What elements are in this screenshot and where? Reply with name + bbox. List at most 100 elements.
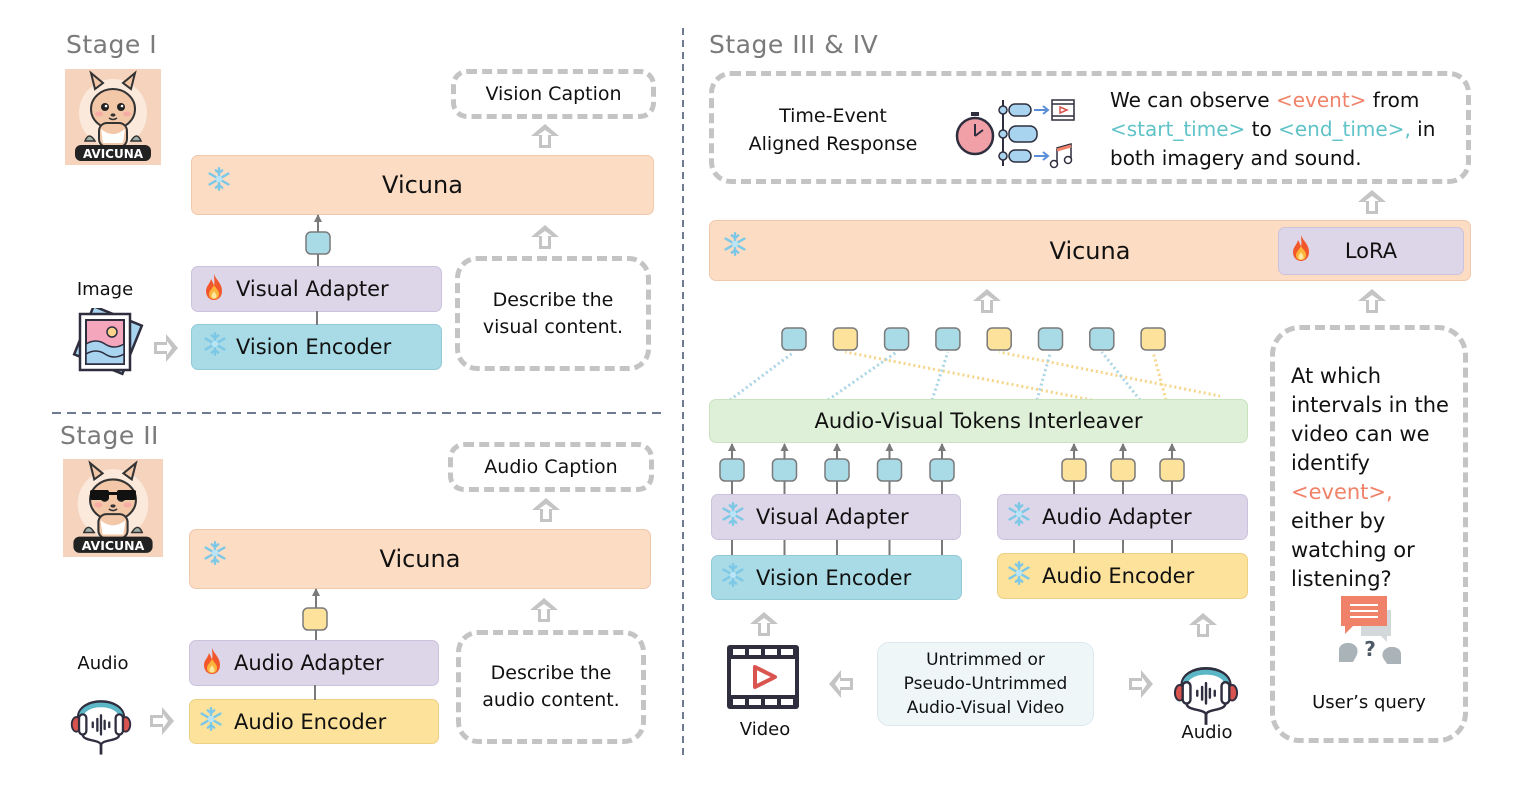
stage2-audio-encoder: Audio Encoder [189,699,439,744]
vicuna-label: Vicuna [1049,236,1131,265]
stage2-vicuna-llm: Vicuna [189,529,651,589]
visual-adapter-label: Visual Adapter [236,277,389,301]
vision-encoder-label: Vision Encoder [236,335,392,359]
user-query-icon: ? [1339,596,1401,664]
audio-adapter-label: Audio Adapter [1042,505,1192,529]
response-text-part: to [1245,117,1279,141]
flame-icon [200,647,224,675]
avicuna-logo-icon [63,459,163,557]
user-query-text: At which intervals in the video can we i… [1291,362,1461,594]
snowflake-icon [1006,560,1032,586]
response-label: Time-Event Aligned Response [738,102,928,158]
snowflake-icon [1006,501,1032,527]
visual-routing-line [1035,351,1052,401]
stage34-visual-adapter: Visual Adapter [711,494,961,540]
stage34-title: Stage III & IV [709,30,879,59]
user-query-box: At which intervals in the video can we i… [1270,325,1468,743]
snowflake-icon [720,562,746,588]
avicuna-logo-icon [65,69,161,165]
audio-routing-line [845,350,1093,402]
response-text-part: from [1366,88,1420,112]
snowflake-icon [202,540,228,566]
right-arrow-icon [1128,669,1154,699]
vision-caption-label: Vision Caption [485,83,622,105]
visual-token [305,231,331,255]
query-text-part: either by watching or listening? [1291,509,1415,591]
response-text-part: both imagery and sound. [1110,146,1362,170]
visual-routing-line [1100,351,1142,401]
audio-input-label: Audio [77,653,129,674]
audio-routing-line [1151,351,1168,401]
lora-module: LoRA [1278,227,1464,275]
audio-routing-line [998,350,1220,398]
response-text-part: We can observe [1110,88,1276,112]
source-line: Untrimmed or [926,650,1045,670]
right-arrow-icon [149,706,175,736]
up-arrow-icon [531,496,561,524]
tokens-interleaver: Audio-Visual Tokens Interleaver [709,399,1248,443]
visual-routing-line [930,351,950,401]
stage2-title: Stage II [60,421,159,450]
visual-token [1089,327,1115,351]
lora-label: LoRA [1344,239,1398,263]
film-icon [1051,99,1075,121]
visual-routing-line [827,350,898,402]
up-arrow-icon [1357,188,1387,216]
stage1-vicuna-llm: Vicuna [191,155,654,215]
start-time-placeholder: <start_time> [1110,117,1246,141]
audio-caption-output: Audio Caption [448,442,654,492]
sunglasses-icon [90,490,136,500]
stage1-prompt-box: Describe the visual content. [455,256,651,371]
audio-encoder-label: Audio Encoder [234,709,387,734]
audio-token [832,327,859,351]
response-label-line1: Time-Event [779,105,887,127]
audio-adapter-label: Audio Adapter [234,651,384,675]
snowflake-icon [206,166,232,192]
visual-adapter-label: Visual Adapter [756,505,909,529]
stage2-prompt-text: Describe the audio content. [482,662,620,711]
audio-token [1140,327,1166,351]
headphones-icon [1172,646,1240,726]
up-arrow-icon [749,610,779,638]
flame-icon [202,273,226,301]
flame-icon [1289,234,1313,262]
up-arrow-icon [1357,287,1387,315]
user-query-label: User’s query [1312,692,1426,713]
response-label-line2: Aligned Response [748,133,918,155]
music-note-icon [1056,143,1072,164]
video-label: Video [739,719,791,740]
svg-text:?: ? [1364,637,1376,661]
audio-label: Audio [1181,722,1233,743]
vicuna-label: Vicuna [379,545,461,573]
response-text: We can observe <event> from <start_time>… [1110,86,1460,173]
snowflake-icon [198,706,224,732]
stage34-audio-adapter: Audio Adapter [997,494,1248,540]
stage1-visual-adapter: Visual Adapter [191,266,442,312]
stage1-title: Stage I [66,30,158,59]
vision-encoder-label: Vision Encoder [756,565,912,590]
interleaver-label: Audio-Visual Tokens Interleaver [814,409,1143,433]
stage34-vision-encoder: Vision Encoder [711,555,962,600]
up-arrow-icon [530,122,560,150]
event-placeholder: <event> [1275,88,1367,112]
video-icon [727,645,799,709]
stage2-prompt-box: Describe the audio content. [456,630,646,744]
image-input-label: Image [76,279,134,300]
visual-token [1037,327,1064,351]
audio-caption-label: Audio Caption [484,456,618,478]
stage34-audio-encoder: Audio Encoder [997,553,1248,599]
up-arrow-icon [529,596,559,624]
audio-token [302,607,328,631]
query-text-part: At which intervals in the video can we i… [1291,364,1449,475]
up-arrow-icon [972,287,1002,315]
response-box: Time-Event Aligned Response We can obser… [709,71,1471,184]
source-line: Pseudo-Untrimmed [903,674,1068,694]
vicuna-label: Vicuna [382,171,463,199]
stage2-audio-adapter: Audio Adapter [189,640,439,686]
audio-token [986,327,1012,351]
stage2-token-connector [302,588,328,640]
connector-line [314,685,316,700]
stage1-vision-encoder: Vision Encoder [191,324,442,370]
source-line: Audio-Visual Video [906,698,1065,718]
